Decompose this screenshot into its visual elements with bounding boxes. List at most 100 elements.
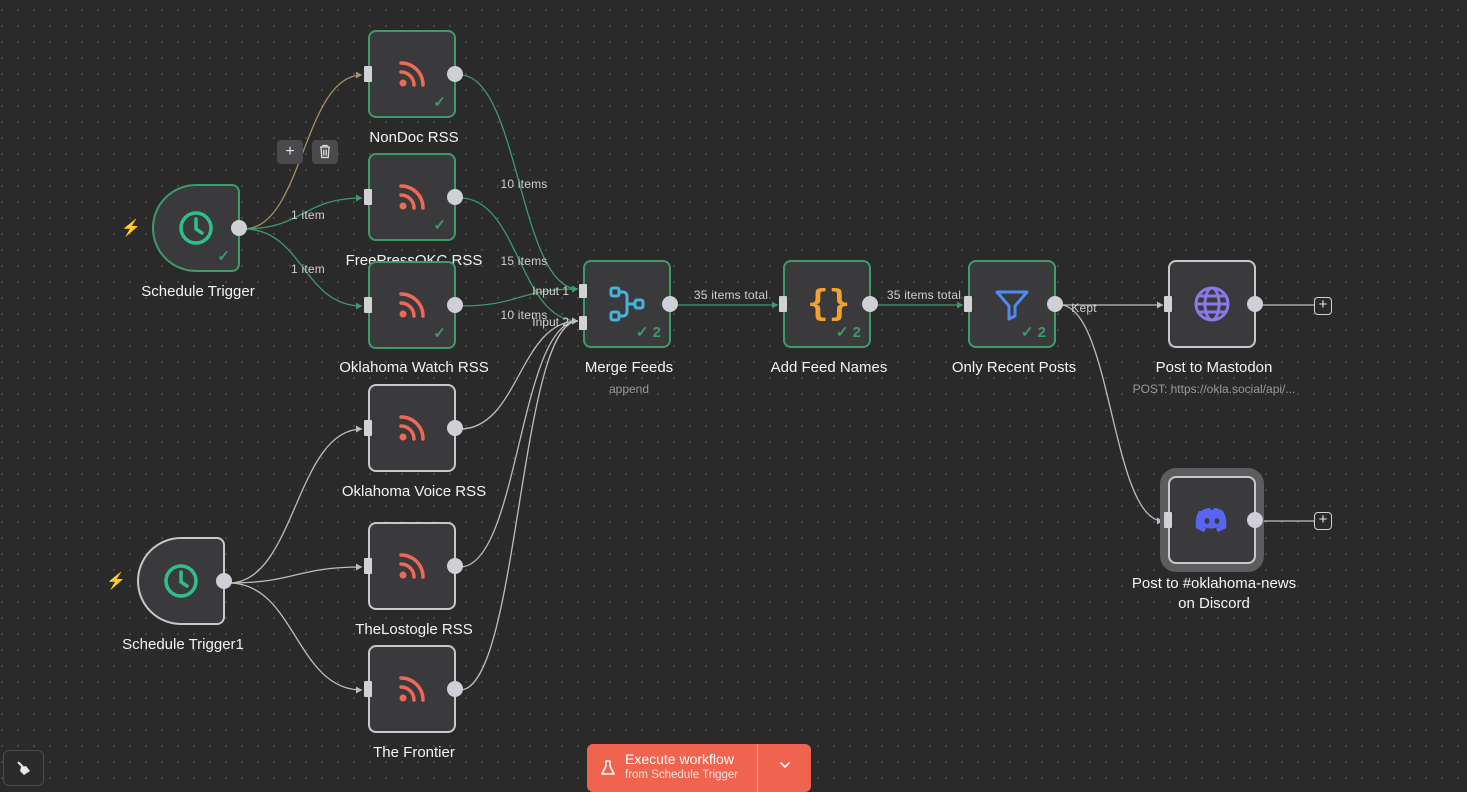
node-subtitle: append bbox=[608, 382, 650, 396]
arrowhead-icon bbox=[356, 71, 362, 79]
input-handle[interactable] bbox=[964, 296, 972, 312]
input-handle[interactable] bbox=[364, 681, 372, 697]
tidy-up-button[interactable] bbox=[3, 750, 44, 786]
output-handle[interactable] bbox=[1047, 296, 1063, 312]
run-count-badge: ✓ 2 bbox=[835, 324, 861, 341]
edge-label: 35 items total bbox=[693, 288, 769, 302]
arrowhead-icon bbox=[356, 194, 362, 202]
rss-icon bbox=[392, 669, 432, 709]
success-check-icon: ✓ bbox=[433, 325, 446, 342]
filter-icon bbox=[992, 284, 1032, 324]
success-check-icon: ✓ bbox=[433, 94, 446, 111]
edge-label-kept: Kept bbox=[1071, 301, 1097, 315]
connection-trigger-nondoc[interactable] bbox=[243, 74, 363, 230]
input-handle[interactable] bbox=[779, 296, 787, 312]
arrowhead-icon bbox=[572, 285, 578, 293]
connection-trigger1-lostogle[interactable] bbox=[228, 566, 363, 584]
add-next-node-button[interactable]: + bbox=[1314, 297, 1332, 315]
input-handle[interactable] bbox=[364, 297, 372, 313]
edge-delete-button[interactable] bbox=[312, 140, 338, 164]
output-handle[interactable] bbox=[1247, 512, 1263, 528]
connection-recent-discord[interactable] bbox=[1059, 304, 1164, 522]
node-label: Merge Feeds bbox=[584, 359, 674, 376]
output-handle[interactable] bbox=[1247, 296, 1263, 312]
input-2-label: Input 2 bbox=[532, 315, 569, 329]
execute-workflow-button[interactable]: Execute workflow from Schedule Trigger bbox=[587, 744, 811, 792]
node-add-feed-names[interactable]: {} ✓ 2 bbox=[779, 260, 878, 348]
arrowhead-icon bbox=[356, 686, 362, 694]
node-label: NonDoc RSS bbox=[369, 129, 459, 146]
output-handle[interactable] bbox=[662, 296, 678, 312]
input-handle-2[interactable] bbox=[579, 316, 587, 330]
node-label: Oklahoma Watch RSS bbox=[339, 359, 489, 376]
node-post-to-discord[interactable] bbox=[1164, 476, 1263, 564]
output-handle[interactable] bbox=[447, 558, 463, 574]
output-handle[interactable] bbox=[447, 189, 463, 205]
output-handle[interactable] bbox=[216, 573, 232, 589]
arrowhead-icon bbox=[572, 317, 578, 325]
output-handle[interactable] bbox=[447, 681, 463, 697]
input-1-label: Input 1 bbox=[532, 284, 569, 298]
output-handle[interactable] bbox=[862, 296, 878, 312]
edge-label: 35 items total bbox=[886, 288, 962, 302]
edge-add-node-button[interactable]: + bbox=[277, 140, 303, 164]
node-post-to-mastodon[interactable] bbox=[1164, 260, 1263, 348]
node-freepressokc-rss[interactable]: ✓ bbox=[364, 153, 463, 241]
node-schedule-trigger[interactable]: ✓ bbox=[152, 184, 247, 272]
edge-label: 1 item bbox=[291, 208, 325, 222]
edge-label: 10 items bbox=[500, 177, 548, 191]
arrowhead-icon bbox=[1157, 301, 1163, 309]
node-nondoc-rss[interactable]: ✓ bbox=[364, 30, 463, 118]
edge-label: 10 items bbox=[500, 308, 548, 322]
connection-trigger1-okvoice[interactable] bbox=[228, 428, 363, 584]
input-handle[interactable] bbox=[364, 558, 372, 574]
input-handle[interactable] bbox=[1164, 296, 1172, 312]
node-schedule-trigger1[interactable] bbox=[137, 537, 232, 625]
code-braces-icon: {} bbox=[807, 283, 851, 324]
input-handle[interactable] bbox=[364, 189, 372, 205]
chevron-down-icon[interactable] bbox=[758, 744, 811, 792]
add-next-node-button[interactable]: + bbox=[1314, 512, 1332, 530]
trigger-bolt-icon: ⚡ bbox=[106, 573, 126, 590]
node-merge-feeds[interactable]: ✓ 2 bbox=[579, 260, 678, 348]
arrowhead-icon bbox=[356, 302, 362, 310]
node-the-frontier[interactable] bbox=[364, 645, 463, 733]
node-label: The Frontier bbox=[373, 744, 455, 761]
node-label: Schedule Trigger bbox=[141, 283, 255, 300]
broom-icon bbox=[17, 761, 30, 775]
node-oklahoma-voice-rss[interactable] bbox=[364, 384, 463, 472]
rss-icon bbox=[392, 54, 432, 94]
node-subtitle: POST: https://okla.social/api/... bbox=[1132, 382, 1296, 396]
output-handle[interactable] bbox=[447, 297, 463, 313]
node-oklahoma-watch-rss[interactable]: ✓ bbox=[364, 261, 463, 349]
execute-workflow-main[interactable]: Execute workflow from Schedule Trigger bbox=[587, 744, 758, 792]
node-label: Schedule Trigger1 bbox=[122, 636, 244, 653]
node-thelostogle-rss[interactable] bbox=[364, 522, 463, 610]
node-label: Post to Mastodon bbox=[1155, 359, 1273, 376]
arrowhead-icon bbox=[957, 301, 963, 309]
execute-sublabel: from Schedule Trigger bbox=[625, 769, 739, 781]
success-check-icon: ✓ bbox=[433, 217, 446, 234]
input-handle[interactable] bbox=[364, 66, 372, 82]
trash-icon bbox=[320, 144, 330, 159]
node-label: Only Recent Posts bbox=[951, 359, 1077, 376]
input-handle[interactable] bbox=[364, 420, 372, 436]
discord-icon bbox=[1192, 500, 1232, 540]
output-handle[interactable] bbox=[231, 220, 247, 236]
input-handle-1[interactable] bbox=[579, 284, 587, 298]
execute-label: Execute workflow bbox=[625, 751, 734, 767]
arrowhead-icon bbox=[572, 317, 578, 325]
node-only-recent-posts[interactable]: ✓ 2 bbox=[964, 260, 1063, 348]
output-handle[interactable] bbox=[447, 420, 463, 436]
output-handle[interactable] bbox=[447, 66, 463, 82]
node-label: Oklahoma Voice RSS bbox=[341, 483, 487, 500]
trigger-bolt-icon: ⚡ bbox=[121, 220, 141, 237]
arrowhead-icon bbox=[1157, 517, 1163, 525]
success-check-icon: ✓ bbox=[217, 248, 230, 265]
merge-icon bbox=[607, 284, 647, 324]
arrowhead-icon bbox=[572, 285, 578, 293]
node-label: Add Feed Names bbox=[770, 359, 888, 376]
arrowhead-icon bbox=[356, 563, 362, 571]
input-handle[interactable] bbox=[1164, 512, 1172, 528]
